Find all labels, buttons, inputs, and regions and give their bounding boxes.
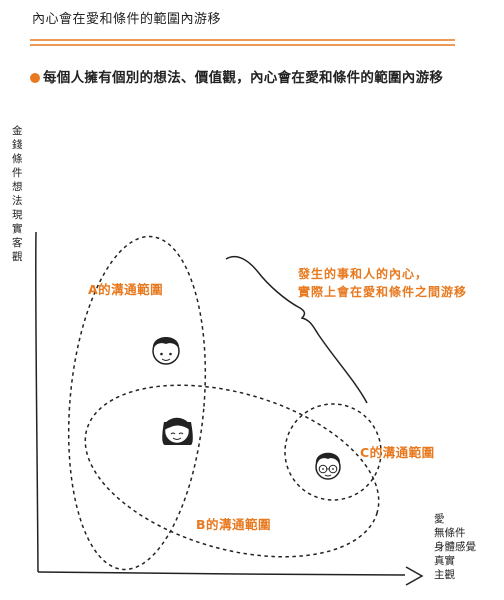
range-c-circle [284, 403, 382, 501]
x-axis-arrowhead [405, 566, 424, 586]
person-a-face-icon [152, 337, 180, 365]
range-b-label: B的溝通範圍 [196, 517, 272, 532]
header-rule [30, 39, 455, 46]
x-axis-label-line: 愛 [434, 513, 445, 525]
x-axis [37, 571, 406, 576]
range-c-label: C的溝通範圍 [360, 445, 435, 460]
person-b-face-icon [162, 417, 193, 446]
y-axis-label: 金錢條件想法現實客觀 [12, 125, 23, 263]
x-axis-label-line: 無條件 [434, 527, 466, 539]
range-a-label: A的溝通範圍 [88, 282, 164, 297]
x-axis-label: 愛 無條件 身體感覺 真實 主觀 [434, 512, 476, 582]
annotation-line: 發生的事和人的內心， [298, 267, 429, 281]
x-axis-label-line: 身體感覺 [434, 541, 476, 553]
subtitle: 每個人擁有個別的想法、價值觀，內心會在愛和條件的範圍內游移 [30, 66, 443, 86]
range-b-ellipse [84, 384, 380, 558]
annotation-line: 實際上會在愛和條件之間游移 [298, 285, 468, 299]
orange-bullet-icon [30, 73, 40, 83]
range-a-ellipse [67, 235, 207, 571]
annotation-note: 發生的事和人的內心， 實際上會在愛和條件之間游移 [298, 265, 467, 301]
curly-brace [225, 255, 368, 404]
page-title: 內心會在愛和條件的範圍內游移 [32, 12, 222, 27]
y-axis [34, 231, 39, 573]
person-c-face-icon [315, 452, 341, 480]
x-axis-label-line: 真實 [434, 555, 455, 567]
x-axis-label-line: 主觀 [434, 569, 455, 581]
subtitle-text: 每個人擁有個別的想法、價值觀，內心會在愛和條件的範圍內游移 [43, 70, 444, 86]
